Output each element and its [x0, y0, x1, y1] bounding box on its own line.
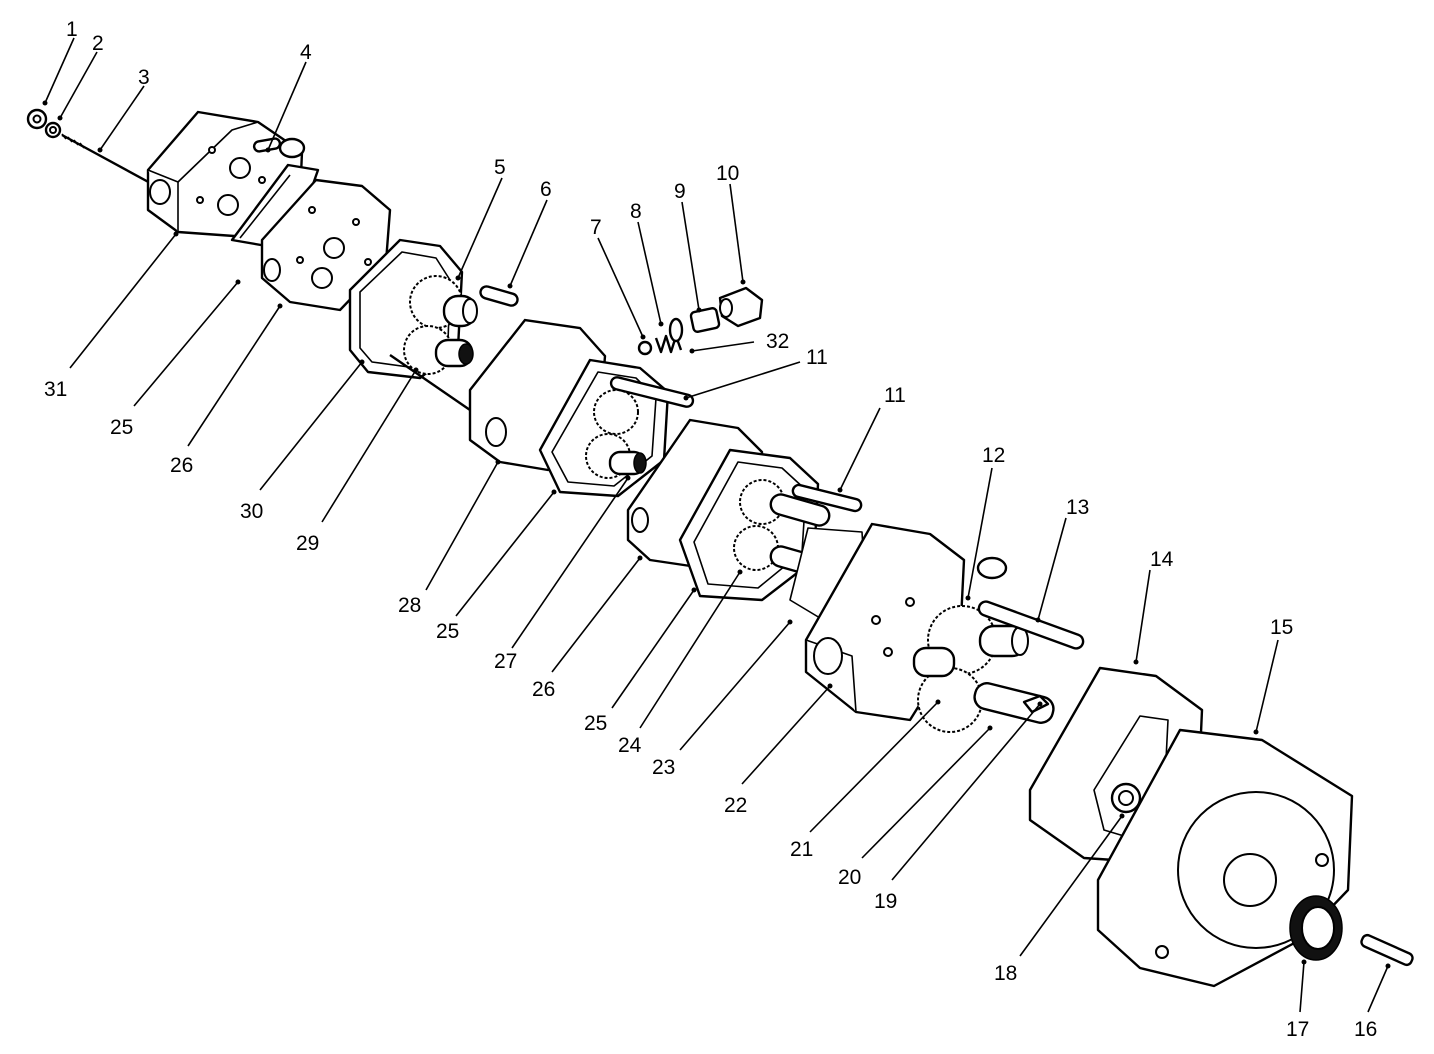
part-11-shaft-lower — [791, 483, 863, 513]
callout-23: 23 — [652, 756, 675, 779]
part-7-ball — [637, 340, 653, 356]
callout-32: 32 — [766, 330, 789, 353]
part-15-flange-plate — [1096, 728, 1354, 988]
part-6-pin — [479, 285, 519, 307]
part-26-body-upper — [260, 178, 392, 312]
callout-25-middle: 25 — [436, 620, 459, 643]
callout-9: 9 — [674, 180, 686, 203]
callout-22: 22 — [724, 794, 747, 817]
callout-6: 6 — [540, 178, 552, 201]
part-2-washer — [44, 121, 62, 139]
callout-1: 1 — [66, 18, 78, 41]
callout-14: 14 — [1150, 548, 1174, 571]
callout-2: 2 — [92, 32, 104, 55]
callout-7: 7 — [590, 216, 602, 239]
callout-27: 27 — [494, 650, 517, 673]
callout-labels: 1 2 3 4 5 6 7 8 9 10 11 11 12 13 14 15 1… — [44, 18, 1377, 1041]
callout-31: 31 — [44, 378, 67, 401]
callout-19: 19 — [874, 890, 897, 913]
callout-4: 4 — [300, 41, 312, 64]
callout-3: 3 — [138, 66, 150, 89]
callout-28: 28 — [398, 594, 421, 617]
callout-24: 24 — [618, 734, 642, 757]
callout-25-upper: 25 — [110, 416, 133, 439]
callout-5: 5 — [494, 156, 506, 179]
callout-26-lower: 26 — [532, 678, 555, 701]
callout-21: 21 — [790, 838, 813, 861]
callout-11-upper: 11 — [806, 346, 828, 369]
part-9-plug — [689, 307, 721, 333]
callout-18: 18 — [994, 962, 1017, 985]
callout-11-lower: 11 — [884, 384, 906, 407]
part-10-cap-nut — [718, 286, 764, 328]
part-17-seal — [1289, 895, 1343, 961]
callout-12: 12 — [982, 444, 1005, 467]
part-20-shaft — [973, 682, 1055, 724]
parts — [26, 108, 1414, 988]
part-13-pin — [977, 600, 1085, 650]
part-5-drive-gear — [409, 275, 478, 329]
leader-lines — [42, 37, 1391, 1013]
part-16-pin — [1360, 933, 1414, 967]
callout-20: 20 — [838, 866, 861, 889]
part-18-bushing — [1110, 782, 1142, 814]
part-27-gear-pair — [585, 389, 647, 479]
part-32-o-ring — [668, 317, 684, 343]
part-bolt-lower-upper — [389, 354, 471, 411]
callout-29: 29 — [296, 532, 319, 555]
part-29-driven-gear — [403, 325, 474, 375]
part-21-driven-gear — [912, 646, 983, 733]
callout-30: 30 — [240, 500, 263, 523]
part-11-shaft-upper — [609, 376, 695, 408]
part-12-drive-gear — [927, 605, 1029, 675]
callout-8: 8 — [630, 200, 642, 223]
callout-10: 10 — [716, 162, 739, 185]
part-1-nut — [26, 108, 48, 130]
callout-25-lower: 25 — [584, 712, 607, 735]
callout-26-upper: 26 — [170, 454, 193, 477]
callout-16: 16 — [1354, 1018, 1377, 1041]
callout-17: 17 — [1286, 1018, 1309, 1041]
part-19-key — [1022, 694, 1050, 714]
callout-13: 13 — [1066, 496, 1089, 519]
part-22-front-housing — [804, 522, 1008, 722]
callout-15: 15 — [1270, 616, 1293, 639]
